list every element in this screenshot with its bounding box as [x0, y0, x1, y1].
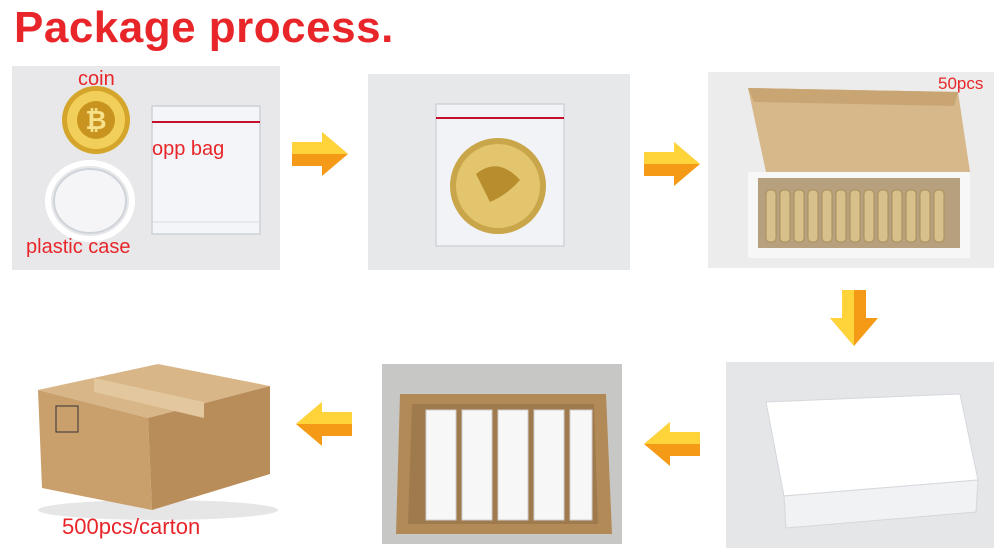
arrow-down-icon — [830, 290, 878, 346]
svg-text:₿: ₿ — [85, 106, 106, 136]
coin-label: coin — [78, 68, 115, 90]
plastic-case-label: plastic case — [26, 236, 131, 258]
step-6-photo: 500pcs/carton — [8, 338, 282, 544]
arrow-left-icon — [296, 402, 352, 446]
step-5-photo — [382, 364, 622, 544]
carton-label: 500pcs/carton — [62, 514, 201, 539]
step-4-photo — [726, 362, 994, 548]
arrow-right-icon — [644, 142, 700, 186]
step-1-photo: ₿ coin opp bag plastic case — [12, 66, 280, 270]
count-label: 50pcs — [938, 74, 984, 93]
opp-bag-label: opp bag — [152, 138, 225, 160]
arrow-right-icon — [292, 132, 348, 176]
arrow-left-icon — [644, 422, 700, 466]
step-2-photo — [368, 74, 630, 270]
page-title: Package process. — [14, 3, 394, 52]
step-3-photo: 50pcs — [708, 72, 994, 268]
